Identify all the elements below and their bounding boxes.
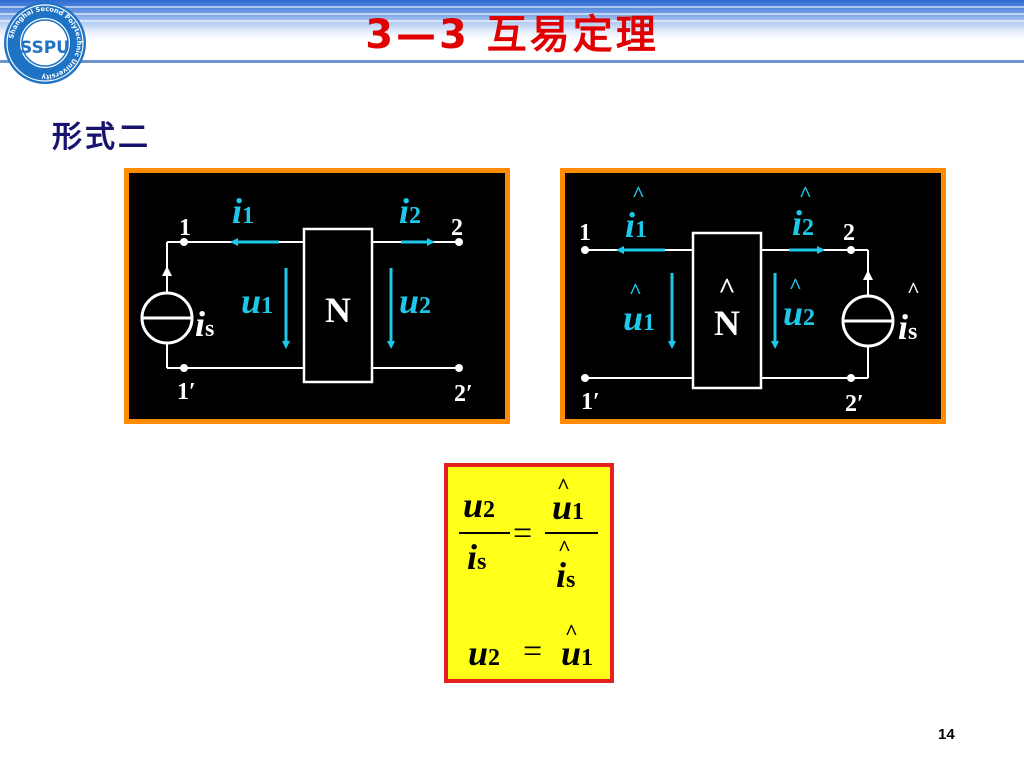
header-rule: [0, 60, 1024, 63]
current-source-icon: [841, 294, 895, 348]
formula-line2-rhs: u1: [561, 633, 593, 673]
slide-title: 3—3 互易定理: [365, 12, 659, 58]
network-box: [691, 231, 763, 390]
node-2-label: 2: [451, 215, 463, 241]
formula-rhs-numerator: u1: [552, 487, 584, 527]
current-source-icon: [140, 291, 194, 345]
formula-lhs-numerator: u2: [463, 485, 495, 525]
current-1-label: ^ i1: [625, 181, 647, 245]
header-band: [0, 0, 1024, 62]
formula-line2-hat: ^: [565, 619, 578, 644]
voltage-1-label: ^ u1: [623, 278, 655, 338]
circuit-right-diagram: ^ N ^ is 1 1′ 2 2′ ^ i1 ^: [579, 181, 920, 417]
university-logo: Shanghai Second Polytechnic University S…: [2, 0, 88, 86]
formula-line2-lhs: u2: [468, 633, 500, 673]
current-2-label: ^ i2: [792, 181, 814, 243]
formula-rhs-denominator: is: [556, 555, 575, 595]
circuit-left: N is 1 1′ 2 2′ i1 i2 u1: [124, 168, 510, 424]
svg-text:^: ^: [907, 277, 920, 302]
current-1-label: i1: [232, 191, 254, 231]
svg-text:i2: i2: [792, 203, 814, 243]
network-hat: ^: [718, 272, 735, 305]
formula-equals-2: =: [523, 633, 542, 670]
node-1p-label: 1′: [581, 389, 600, 415]
network-label: N: [325, 290, 351, 330]
formula-box: u2 is = ^ u1 ^ is u2 = ^ u1: [444, 463, 614, 683]
formula-lhs-denominator: is: [467, 537, 486, 577]
svg-text:u2: u2: [783, 293, 815, 333]
source-label: ^ is: [898, 277, 920, 347]
circuit-right: ^ N ^ is 1 1′ 2 2′ ^ i1 ^: [560, 168, 946, 424]
network-label: N: [714, 303, 740, 343]
page-number: 14: [938, 726, 955, 743]
logo-monogram: SSPU: [20, 38, 70, 58]
node-2-label: 2: [843, 220, 855, 246]
formula-rhs-num-hat: ^: [557, 473, 570, 498]
terminal-dots: [180, 238, 463, 372]
svg-text:u1: u1: [623, 298, 655, 338]
voltage-2-label: ^ u2: [783, 273, 815, 333]
svg-text:^: ^: [632, 181, 645, 206]
slide-subtitle: 形式二: [52, 120, 151, 155]
svg-text:^: ^: [629, 278, 642, 303]
node-1p-label: 1′: [177, 379, 196, 405]
svg-text:^: ^: [799, 181, 812, 206]
network-box: [302, 227, 374, 384]
formula-equals-1: =: [513, 515, 532, 552]
current-2-label: i2: [399, 191, 421, 231]
node-2p-label: 2′: [845, 391, 864, 417]
formula-equations: u2 is = ^ u1 ^ is u2 = ^ u1: [459, 473, 598, 673]
node-2p-label: 2′: [454, 381, 473, 407]
formula-rhs-den-hat: ^: [558, 535, 571, 560]
svg-text:^: ^: [789, 273, 802, 298]
voltage-2-label: u2: [399, 281, 431, 321]
node-1-label: 1: [179, 215, 191, 241]
source-label: is: [195, 304, 214, 344]
svg-text:i1: i1: [625, 205, 647, 245]
voltage-1-label: u1: [241, 281, 273, 321]
svg-text:is: is: [898, 307, 917, 347]
circuit-left-diagram: N is 1 1′ 2 2′ i1 i2 u1: [140, 191, 473, 407]
terminal-dots: [581, 246, 855, 382]
node-1-label: 1: [579, 220, 591, 246]
